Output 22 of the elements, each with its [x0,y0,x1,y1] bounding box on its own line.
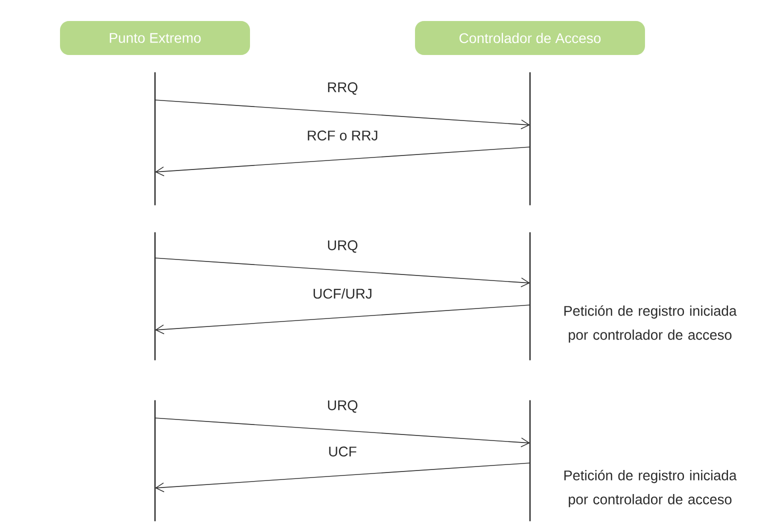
edge-label: UCF/URJ [312,287,374,300]
lifeline [529,400,531,522]
header-box: Punto Extremo [60,21,250,55]
arrow [154,100,530,130]
edge-label: UCF [327,446,358,458]
arrow [155,146,530,176]
arrow [154,418,530,448]
arrow [155,462,530,492]
edge-label: URQ [326,239,360,254]
edge-label: RRQ [326,81,360,96]
note-text: Petición de registro iniciada por controlador de acceso [564,305,737,343]
note-text: Petición de registro iniciada por controlador de acceso [564,470,737,508]
edge-label: URQ [326,399,360,414]
lifeline [529,72,531,206]
lifeline [154,400,156,522]
arrow [154,258,530,288]
arrow [155,304,530,334]
header-box: Controlador de Acceso [415,21,645,55]
lifeline [529,232,531,360]
edge-label: RCF o RRJ [306,130,380,142]
lifeline [154,72,156,206]
lifeline [154,232,156,360]
